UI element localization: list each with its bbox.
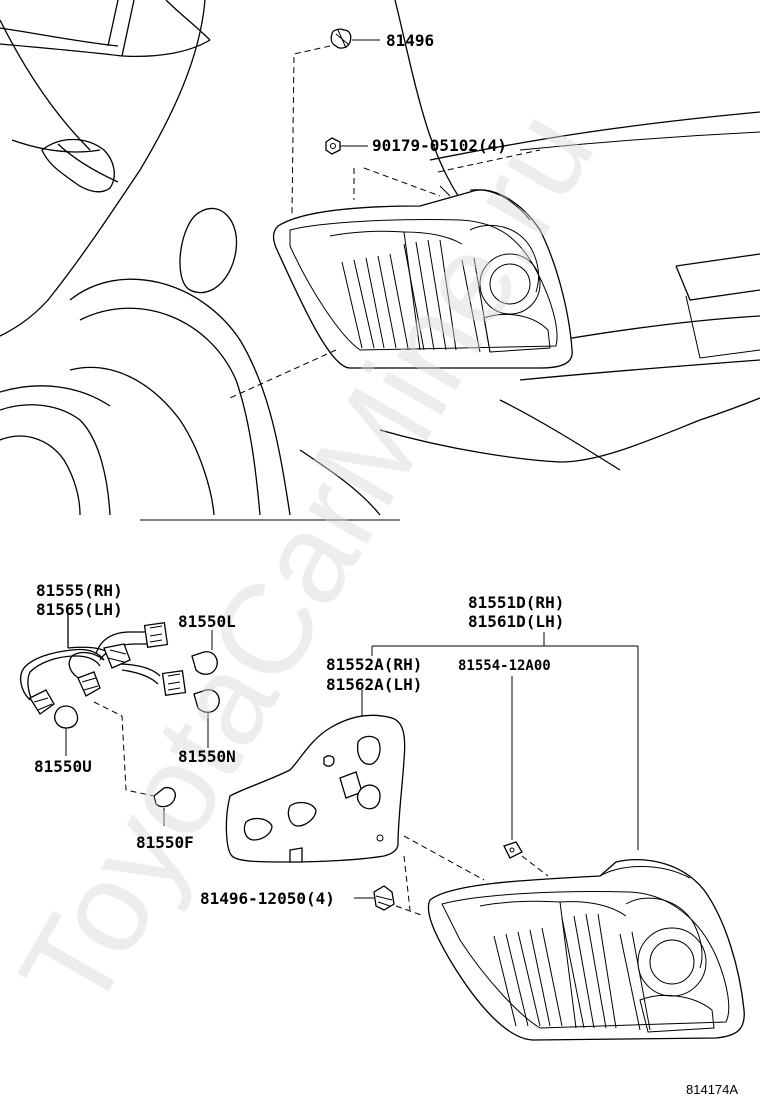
label-81496: 81496 bbox=[386, 31, 434, 50]
label-81550l: 81550L bbox=[178, 612, 236, 631]
label-81496-12050: 81496-12050(4) bbox=[200, 889, 335, 908]
label-81555-rh: 81555(RH) bbox=[36, 581, 123, 600]
label-90179-05102: 90179-05102(4) bbox=[372, 136, 507, 155]
label-81554-12a00: 81554-12A00 bbox=[458, 658, 551, 674]
tail-lamp-assembly bbox=[427, 858, 745, 1041]
label-81552a-rh: 81552A(RH) bbox=[326, 655, 422, 674]
lamp-ribs-top bbox=[341, 239, 491, 353]
lamp-ribs-bottom bbox=[493, 913, 651, 1031]
gasket-81554 bbox=[503, 676, 549, 877]
label-81551d-rh: 81551D(RH) bbox=[468, 593, 564, 612]
bulb-81550f bbox=[93, 701, 176, 826]
label-81550u: 81550U bbox=[34, 757, 92, 776]
label-81550f: 81550F bbox=[136, 833, 194, 852]
label-81562a-lh: 81562A(LH) bbox=[326, 675, 422, 694]
tail-lamp-installed bbox=[229, 185, 573, 399]
lamp-rear-cover bbox=[225, 690, 485, 911]
vehicle-body-outline bbox=[0, 0, 760, 521]
socket-wire-harness bbox=[19, 612, 187, 715]
label-81565-lh: 81565(LH) bbox=[36, 600, 123, 619]
screw-81496-12050 bbox=[354, 885, 425, 917]
bulb-81550l bbox=[191, 630, 218, 675]
figure-id: 814174A bbox=[686, 1082, 738, 1097]
nut-90179-top bbox=[325, 137, 541, 200]
leader-81551d bbox=[371, 632, 639, 850]
label-81550n: 81550N bbox=[178, 747, 236, 766]
label-81561d-lh: 81561D(LH) bbox=[468, 612, 564, 631]
clip-81496-top bbox=[291, 28, 380, 215]
bulb-81550u bbox=[54, 705, 79, 756]
bulb-81550n bbox=[193, 689, 220, 748]
